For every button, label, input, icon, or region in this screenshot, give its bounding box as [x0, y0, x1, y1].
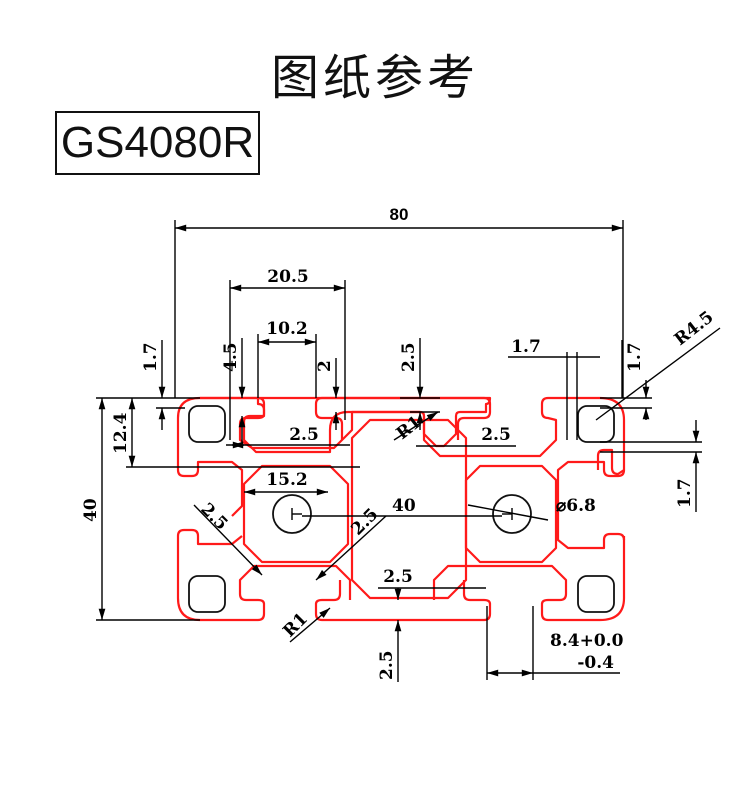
page-title: 图纸参考 — [270, 50, 479, 106]
dim-top-wall-center: 2.5 — [399, 342, 419, 372]
profile-left-notch-top — [176, 460, 244, 517]
dim-corner-radius: R4.5 — [671, 307, 718, 350]
dim-inner-radius-bottom: R1 — [279, 609, 312, 642]
cavity-top-left — [188, 405, 226, 443]
dimension-lines — [96, 220, 721, 682]
model-number-badge: GS4080R — [55, 111, 260, 175]
profile-core-left — [242, 464, 350, 564]
profile-right-side — [596, 396, 626, 476]
center-hole-right — [492, 494, 532, 534]
dim-center-hole-span: 15.2 — [266, 470, 307, 490]
dim-center-distance: 40 — [392, 496, 416, 516]
dim-slot-opening: 10.2 — [266, 319, 307, 339]
dim-web-thickness-right: 2.5 — [481, 425, 511, 445]
profile-center-top-rail — [314, 396, 492, 440]
dim-diag-web-left: 2.5 — [196, 499, 231, 534]
profile-center-top-rail-left — [314, 404, 344, 440]
dim-right-wall-lower: 1.7 — [675, 478, 695, 508]
dim-slot-width-tolerance: -0.4 — [577, 653, 614, 673]
profile-left-notch-bottom — [176, 528, 243, 546]
dim-web-thickness-left: 2.5 — [289, 425, 319, 445]
dim-bottom-web: 2.5 — [383, 567, 413, 587]
dim-right-wall-vertical: 1.7 — [625, 342, 645, 372]
corner-cavities — [188, 405, 615, 613]
dim-center-hole-dia: ⌀6.8 — [556, 496, 596, 516]
profile-right-notch-top — [556, 460, 626, 550]
dim-overall-width: 80 — [390, 205, 409, 224]
profile-bottom-rail — [314, 580, 492, 622]
profile-core-right — [464, 464, 558, 564]
dim-slot-width-nominal: 8.4+0.0 — [550, 631, 624, 651]
dim-slot-lip: 2 — [315, 360, 335, 372]
cavity-bottom-right — [577, 575, 615, 613]
profile-right-side-lower — [432, 536, 626, 622]
profile-outline — [176, 396, 626, 622]
cavity-top-right — [577, 405, 615, 443]
profile-bottom-rail-left — [314, 580, 342, 614]
profile-top-edge — [200, 396, 600, 458]
dim-corner-height: 12.4 — [111, 412, 131, 454]
dim-overall-height: 40 — [81, 498, 101, 522]
dim-top-right-wall: 1.7 — [511, 337, 541, 357]
dim-bottom-wall: 2.5 — [377, 650, 397, 680]
dim-lip-thickness-left: 1.7 — [141, 342, 161, 372]
profile-core-center — [350, 418, 468, 600]
profile-left-side — [176, 536, 352, 622]
cavity-bottom-left — [188, 575, 226, 613]
dim-slot-outer-width: 20.5 — [267, 267, 308, 287]
dim-slot-depth: 4.5 — [221, 342, 241, 372]
